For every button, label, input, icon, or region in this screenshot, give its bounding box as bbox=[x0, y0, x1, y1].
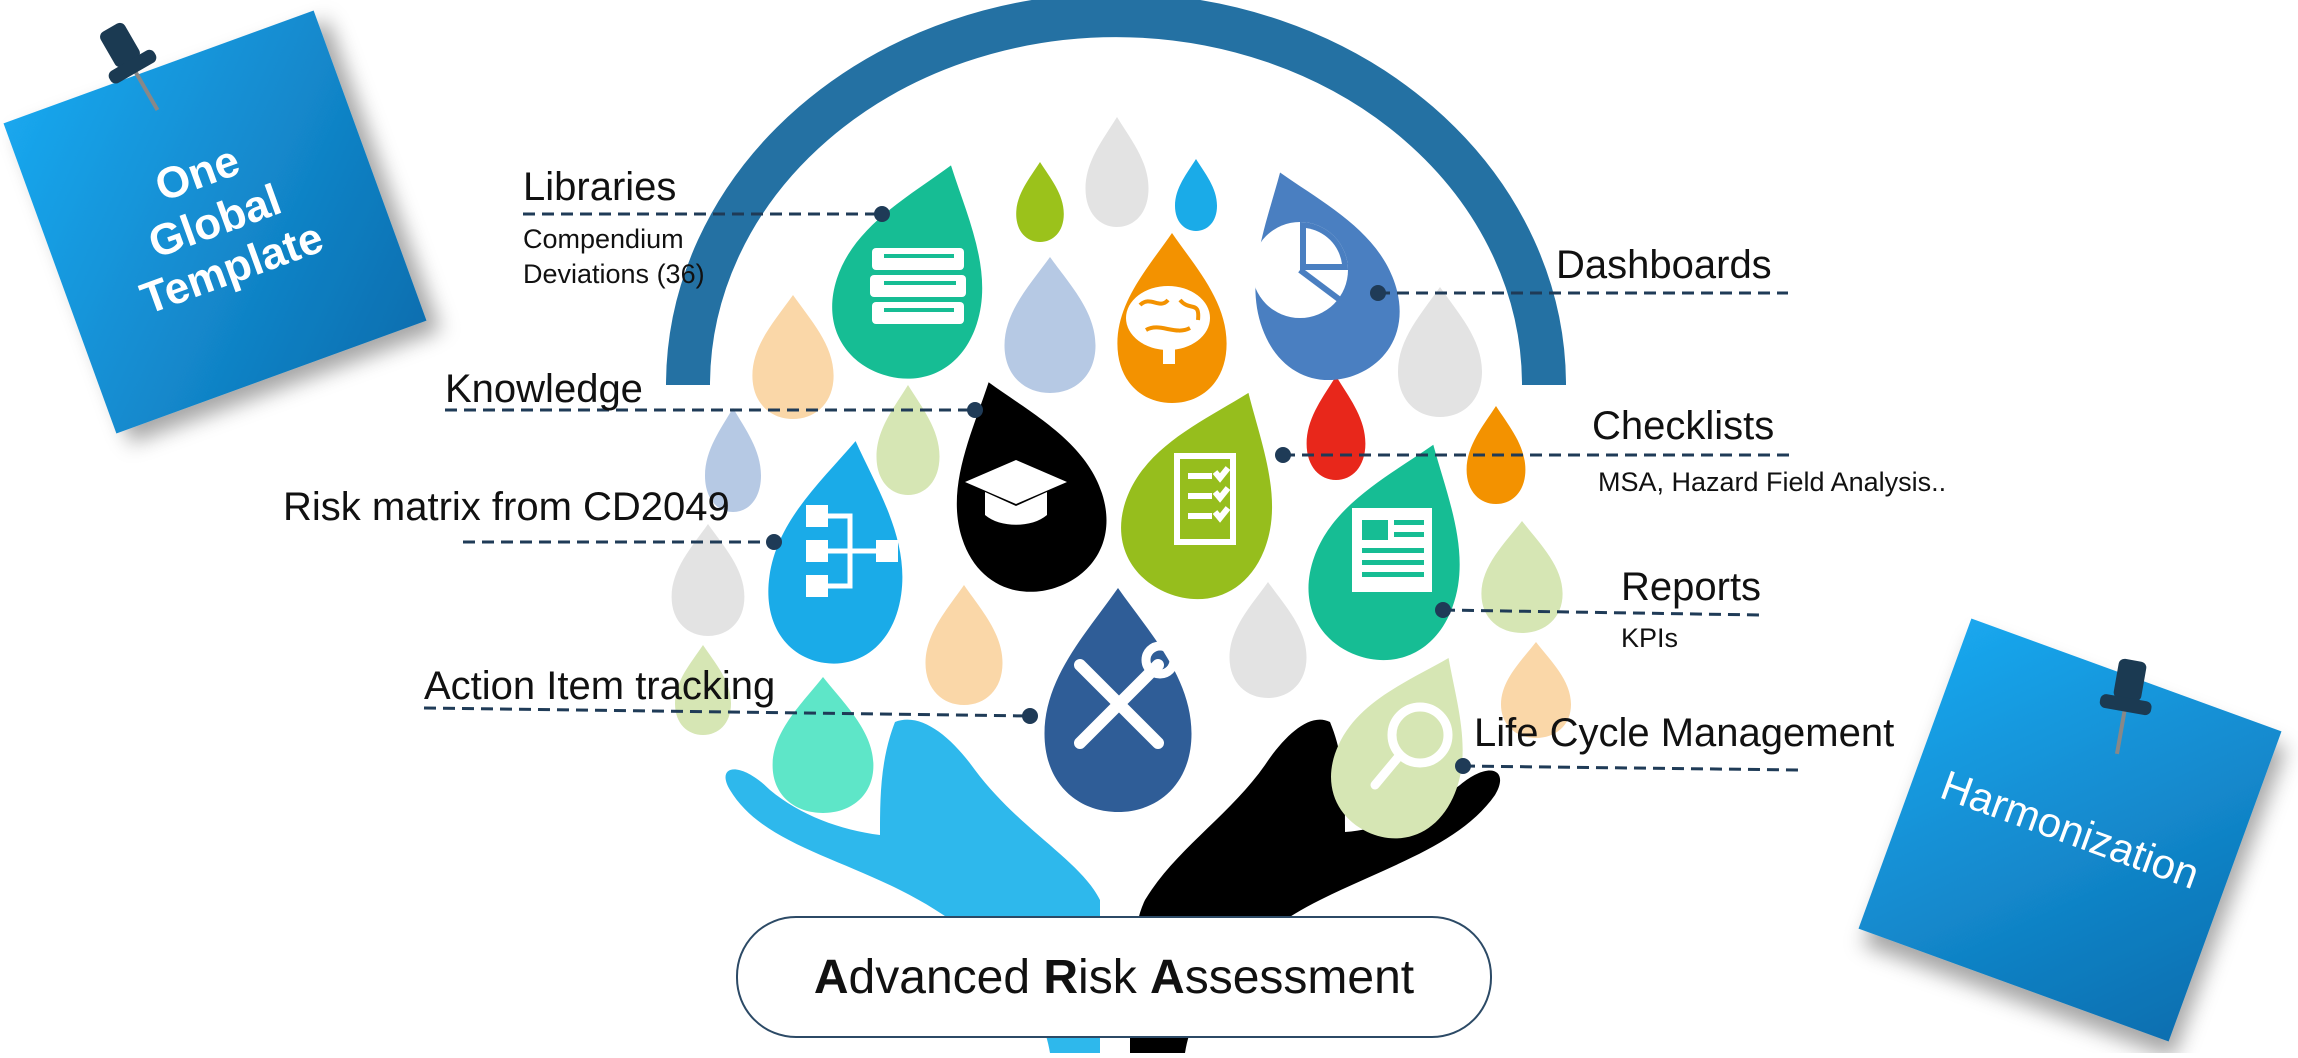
magnifier-icon bbox=[1370, 702, 1453, 790]
label-checklists: Checklists bbox=[1592, 404, 1775, 448]
note-left-text: One Global Template bbox=[134, 136, 330, 325]
graduation-cap-icon bbox=[965, 460, 1067, 525]
drop-knowledge bbox=[918, 359, 1126, 611]
drop-action-items bbox=[1044, 588, 1192, 812]
drop-libraries bbox=[813, 142, 1021, 398]
drop-dashboards bbox=[1214, 148, 1420, 400]
label-risk-matrix: Risk matrix from CD2049 bbox=[283, 485, 730, 529]
label-dashboards: Dashboards bbox=[1556, 243, 1772, 287]
label-reports-sub1: KPIs bbox=[1621, 623, 1679, 653]
label-checklists-sub1: MSA, Hazard Field Analysis.. bbox=[1598, 467, 1947, 497]
label-knowledge: Knowledge bbox=[445, 367, 643, 411]
label-libraries: Libraries bbox=[523, 165, 677, 209]
drop-risk-matrix bbox=[758, 431, 922, 673]
title-rest-r: isk bbox=[1078, 950, 1151, 1004]
leader-dots bbox=[766, 206, 1471, 774]
note-right bbox=[1858, 618, 2282, 1042]
drop-reports bbox=[1287, 419, 1503, 681]
label-lifecycle: Life Cycle Management bbox=[1474, 711, 1895, 755]
title-initial-a: A bbox=[813, 950, 849, 1004]
drop-lifecycle bbox=[1310, 631, 1506, 859]
title-rest-as: ssessment bbox=[1184, 950, 1415, 1004]
arch bbox=[666, 0, 1566, 386]
left-hand bbox=[725, 719, 1100, 1053]
checklist-icon bbox=[1174, 453, 1236, 545]
tools-icon bbox=[1074, 641, 1179, 749]
label-libraries-sub2: Deviations (36) bbox=[523, 259, 705, 289]
books-icon bbox=[870, 248, 966, 324]
note-left bbox=[3, 10, 427, 434]
title-initial-r: R bbox=[1043, 950, 1079, 1004]
flowchart-icon bbox=[806, 505, 898, 597]
title-initial-as: A bbox=[1150, 950, 1185, 1004]
drop-checklists bbox=[1099, 365, 1317, 621]
brain-icon bbox=[1126, 286, 1210, 364]
label-action-items: Action Item tracking bbox=[424, 664, 776, 708]
leader-lines bbox=[423, 212, 1801, 772]
label-reports: Reports bbox=[1621, 565, 1762, 609]
newspaper-icon bbox=[1352, 508, 1432, 592]
note-right-text: Harmonization bbox=[1934, 760, 2206, 898]
pushpin-icon bbox=[2099, 658, 2152, 755]
pushpin-icon bbox=[100, 22, 160, 111]
pie-chart-icon bbox=[1252, 222, 1348, 318]
drop-brain bbox=[1117, 233, 1227, 403]
label-libraries-sub1: Compendium bbox=[523, 224, 684, 254]
title-rest-a: dvanced bbox=[848, 950, 1044, 1004]
